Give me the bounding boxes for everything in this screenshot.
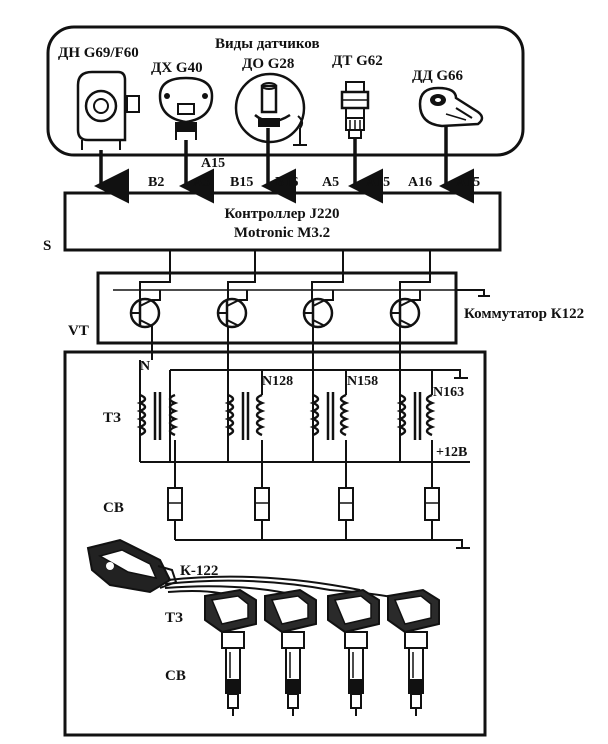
coil-label-n163: N163 (433, 385, 464, 400)
cb-label: СВ (103, 500, 124, 516)
coil-label-n: N (140, 359, 150, 374)
coil-3 (309, 326, 350, 488)
coils-block: N N128 N158 N163 +12В ТЗ СВ (63, 326, 487, 737)
sensor-do-label: ДО G28 (242, 56, 294, 72)
coil-assembly-illustration: К-122 ТЗ СВ (86, 538, 440, 716)
coil-unit-1 (204, 588, 257, 716)
assembly-cb-label: СВ (165, 668, 186, 684)
controller-side-label: S (43, 238, 51, 254)
pin-labels: B2 A3 A15 B15 B16 A5 A15 A16 A15 (148, 156, 480, 190)
coil-label-n158: N158 (347, 374, 378, 389)
switch-block: VT Коммутатор К122 (68, 271, 584, 345)
sensor-dt-icon (340, 81, 370, 139)
transistor-3 (302, 290, 334, 329)
sensors-panel: Виды датчиков ДН G69/F60 ДХ G40 ДО G28 Д… (46, 25, 525, 157)
pin-a15-dh: A15 (201, 156, 225, 171)
sensor-do-icon (234, 72, 307, 146)
pin-b2: B2 (148, 175, 164, 190)
transistors (129, 290, 421, 360)
coil-unit-3 (327, 588, 380, 716)
controller-model: Motronic M3.2 (234, 225, 330, 241)
sensor-dh-label: ДХ G40 (151, 60, 203, 76)
pin-b15: B15 (230, 175, 253, 190)
connector-label: К-122 (180, 563, 218, 579)
controller-block: Контроллер J220 Motronic M3.2 S (43, 191, 502, 254)
controller-outputs (139, 250, 431, 300)
switch-label: Коммутатор К122 (464, 306, 584, 322)
assembly-tz-label: ТЗ (165, 610, 183, 626)
sensor-dn-label: ДН G69/F60 (58, 45, 139, 61)
pin-a3: A3 (193, 175, 210, 190)
transistor-4 (389, 290, 421, 329)
transistor-1 (129, 290, 161, 360)
coil-1 (136, 360, 179, 488)
sensor-dd-label: ДД G66 (412, 68, 464, 84)
coil-4 (396, 326, 436, 488)
sensor-dt-label: ДТ G62 (332, 53, 383, 69)
pin-a15-dt: A15 (366, 175, 390, 190)
sensor-dd-icon (418, 86, 484, 128)
controller-name: Контроллер J220 (224, 206, 339, 222)
transistor-2 (216, 290, 248, 329)
supply-label: +12В (436, 445, 467, 460)
coil-unit-4 (387, 588, 440, 716)
switch-side-label: VT (68, 323, 89, 339)
sensor-dn-icon (76, 70, 140, 150)
pin-a5: A5 (322, 175, 339, 190)
sensors-title: Виды датчиков (215, 36, 320, 52)
spark-plug-symbols (167, 487, 470, 549)
pin-a15-dd: A15 (456, 175, 480, 190)
coil-unit-2 (264, 588, 317, 716)
signal-arrows (94, 126, 474, 204)
coil-2 (224, 326, 266, 488)
coil-label-n128: N128 (262, 374, 293, 389)
sensor-dh-icon (158, 76, 214, 140)
pin-a16: A16 (408, 175, 432, 190)
tz-label: ТЗ (103, 410, 121, 426)
pin-b16: B16 (275, 175, 298, 190)
